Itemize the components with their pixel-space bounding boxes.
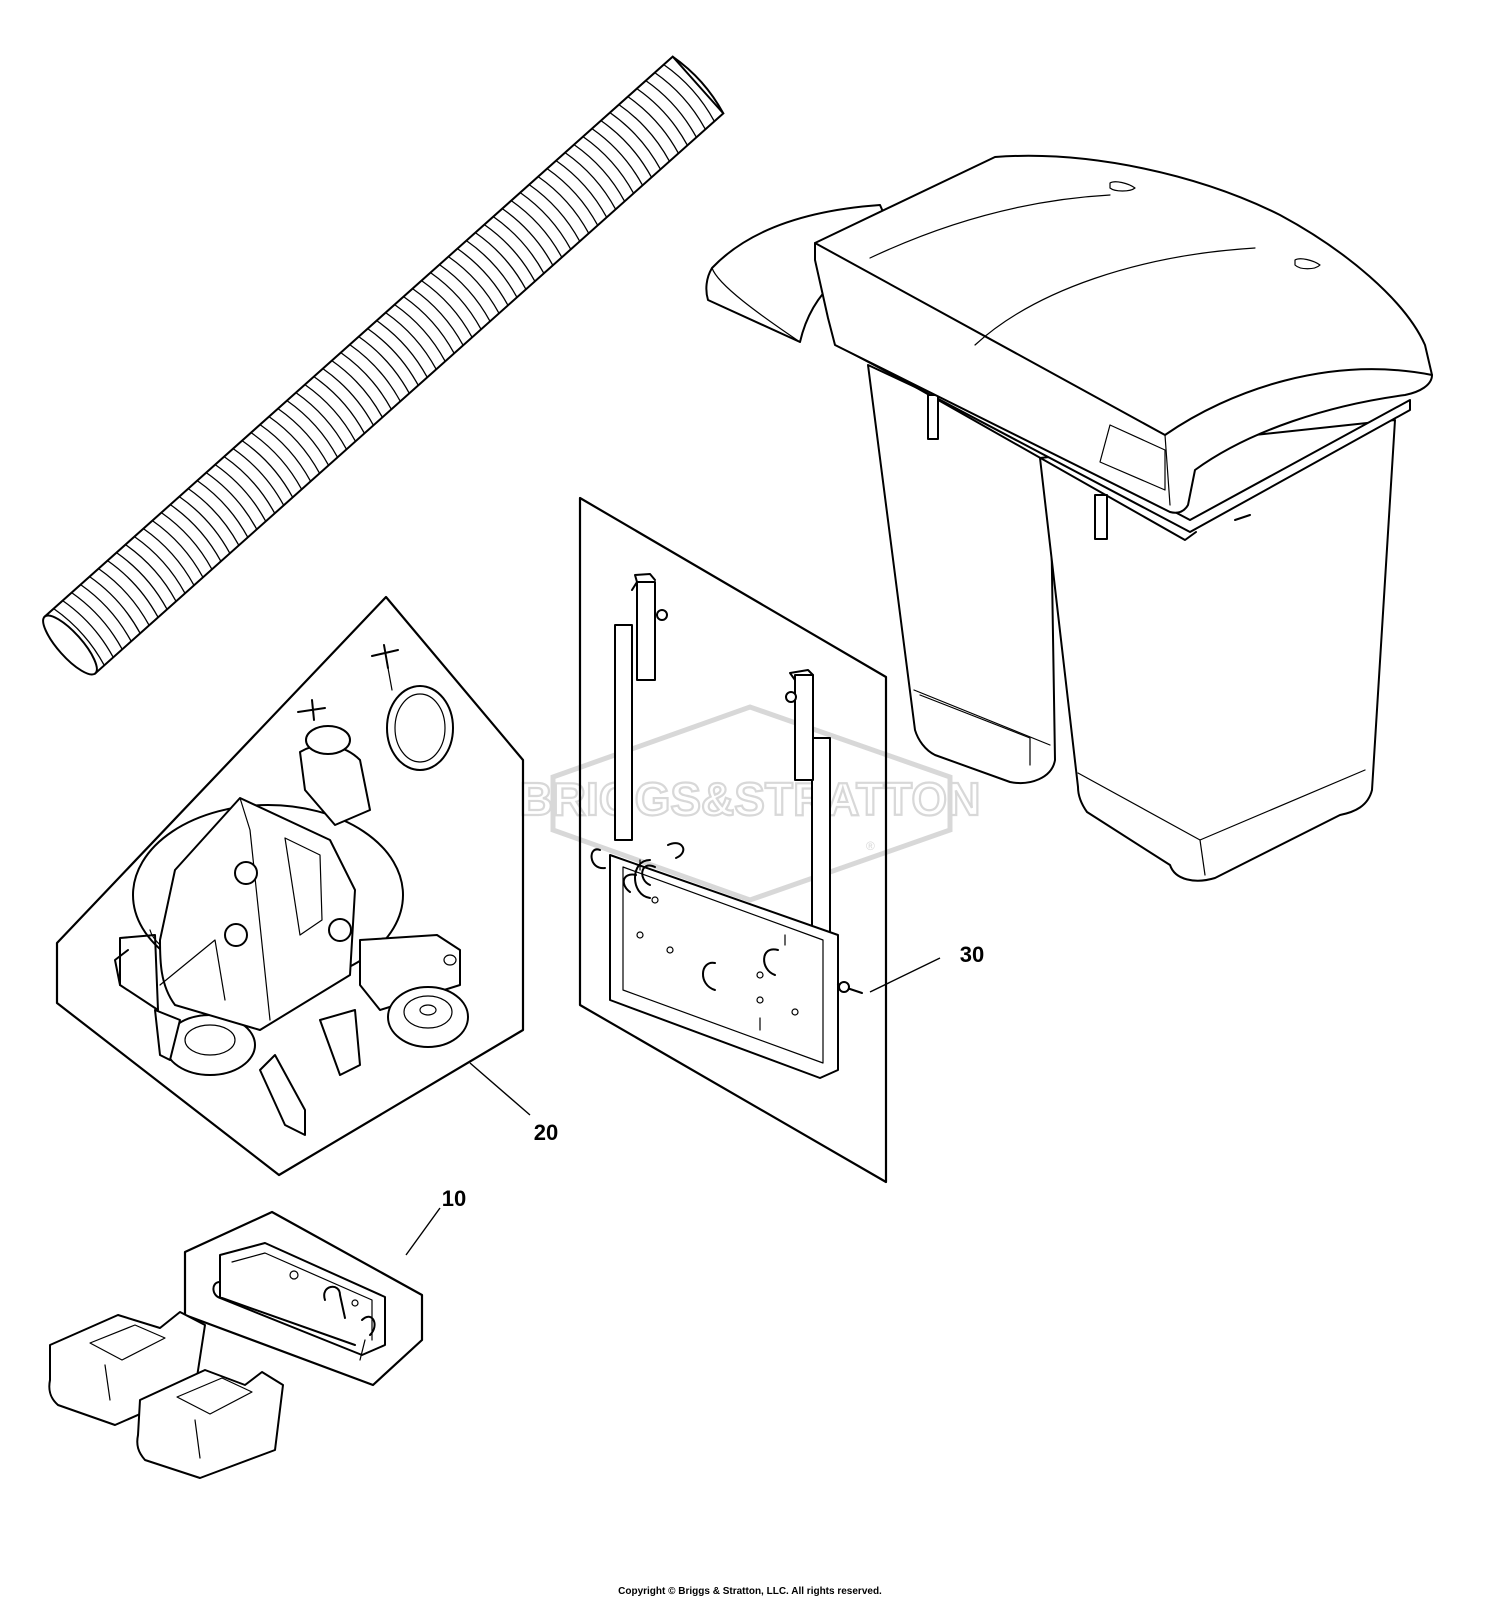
hose-rib — [501, 208, 554, 266]
hose-rib — [143, 528, 195, 586]
hose-rib — [412, 288, 464, 346]
weight-bracket-part-10 — [183, 1210, 424, 1387]
hose-rib — [331, 360, 383, 418]
hose-rib — [304, 384, 357, 442]
hose-rib — [528, 184, 581, 242]
hose-rib — [582, 136, 635, 194]
hose-rib — [107, 560, 159, 618]
blower-assembly-part-20 — [55, 595, 525, 1177]
hose-rib — [555, 160, 608, 218]
hose-rib — [636, 88, 688, 146]
hose-rib — [295, 392, 348, 450]
callout-30[interactable]: 30 — [960, 942, 984, 967]
callout-10[interactable]: 10 — [442, 1186, 466, 1211]
hose-rib — [519, 192, 572, 250]
hose-rib — [618, 104, 671, 162]
hose-rib — [80, 584, 132, 642]
hose-rib — [62, 600, 114, 658]
twin-grass-bag-assembly — [705, 154, 1433, 882]
hose-rib — [89, 576, 141, 634]
leader-line-20 — [469, 1062, 531, 1116]
hose-rib — [627, 96, 680, 154]
hose-rib — [394, 304, 446, 362]
hose-rib — [169, 504, 222, 562]
hose-rib — [510, 200, 563, 258]
hose-rib — [645, 80, 697, 138]
hose-rib — [286, 400, 339, 458]
watermark-registered: ® — [866, 839, 875, 853]
hose-rib — [214, 464, 267, 522]
hose-rib — [385, 312, 437, 370]
copyright-footer: Copyright © Briggs & Stratton, LLC. All … — [618, 1586, 882, 1597]
callout-20[interactable]: 20 — [534, 1120, 558, 1145]
hose-rib — [546, 168, 599, 226]
hose-rib — [196, 480, 249, 538]
hose-rib — [125, 544, 177, 602]
leader-line-30 — [869, 957, 941, 993]
hose-rib — [241, 440, 294, 498]
hose-rib — [403, 296, 455, 354]
hose-rib — [358, 336, 410, 394]
watermark: BRIGGS&STRATTON ® — [518, 704, 982, 903]
hose-rib — [71, 592, 123, 650]
corrugated-hose — [42, 55, 725, 676]
hose-rib — [448, 256, 500, 314]
hose-rib — [465, 240, 518, 298]
leader-line-10 — [405, 1207, 441, 1256]
hose-rib — [349, 344, 401, 402]
hose-rib — [672, 55, 725, 114]
hitch-bracket-part-30 — [578, 496, 888, 1184]
hose-rib — [457, 248, 509, 306]
hose-rib — [376, 320, 428, 378]
hose-rib — [439, 264, 491, 322]
hose-rib — [250, 432, 303, 490]
hose-rib — [116, 552, 168, 610]
hose-rib — [474, 232, 527, 290]
hose-rib — [53, 608, 105, 666]
hose-rib — [564, 152, 617, 210]
hose-rib — [313, 376, 366, 434]
watermark-text: BRIGGS&STRATTON — [520, 773, 981, 825]
hose-rib — [160, 512, 213, 570]
hose-rib — [259, 424, 312, 482]
hose-rib — [483, 224, 536, 282]
hose-rib — [421, 280, 473, 338]
hose-rib — [367, 328, 419, 386]
hose-rib — [663, 64, 715, 122]
hose-rib — [322, 368, 374, 426]
hose-rib — [573, 144, 626, 202]
hose-rib — [654, 72, 706, 130]
hose-rib — [178, 496, 231, 554]
hose-body — [43, 55, 725, 675]
hose-rib — [277, 408, 330, 466]
hose-rib — [187, 488, 240, 546]
hose-rib — [600, 120, 653, 178]
hose-rib — [591, 128, 644, 186]
wheel-weights — [48, 1311, 284, 1479]
hose-end-cap — [42, 614, 98, 676]
hose-rib — [340, 352, 392, 410]
hose-rib — [537, 176, 590, 234]
hose-rib — [268, 416, 321, 474]
hose-rib — [430, 272, 482, 330]
hose-rib — [151, 520, 204, 578]
hose-rib — [98, 568, 150, 626]
hose-rib — [134, 536, 186, 594]
hose-rib — [232, 448, 285, 506]
hose-rib — [492, 216, 545, 274]
hose-rib — [205, 472, 258, 530]
hose-rib — [223, 456, 276, 514]
hose-rib — [609, 112, 662, 170]
